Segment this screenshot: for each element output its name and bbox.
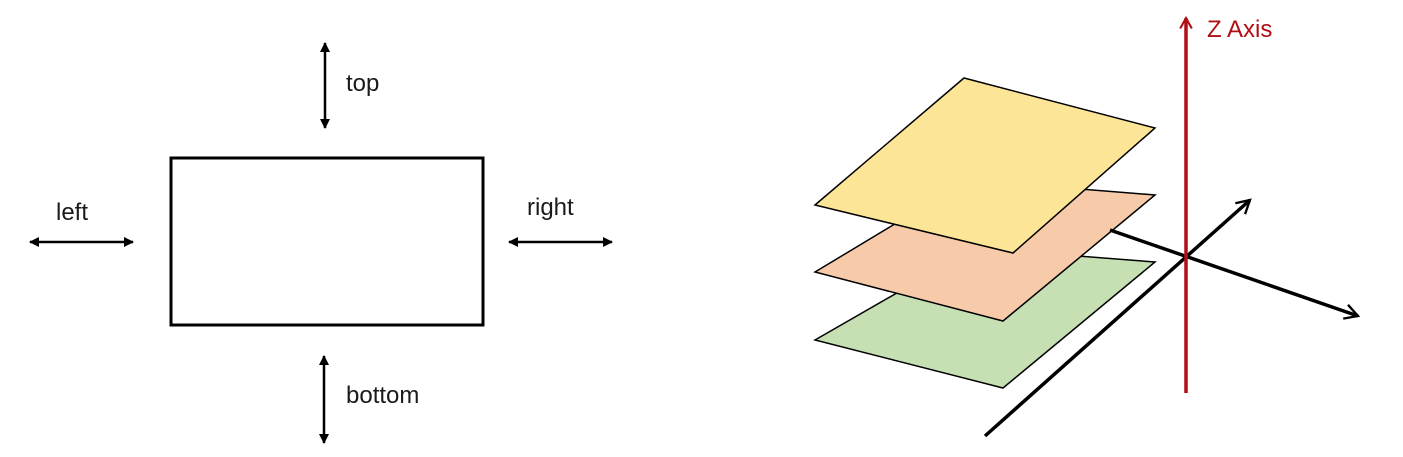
right-label: right (527, 194, 574, 221)
z-axis-label: Z Axis (1207, 16, 1272, 43)
left-label: left (56, 199, 88, 226)
top-label: top (346, 70, 379, 97)
positioned-box (169, 156, 485, 327)
diagonal-axis (983, 198, 1252, 438)
bottom-label: bottom (346, 382, 419, 409)
layer-top (813, 77, 1157, 254)
position-diagram: top bottom left right (29, 42, 613, 444)
z-axis-diagram: Z Axis (813, 15, 1361, 438)
horizontal-axis (1109, 228, 1361, 320)
